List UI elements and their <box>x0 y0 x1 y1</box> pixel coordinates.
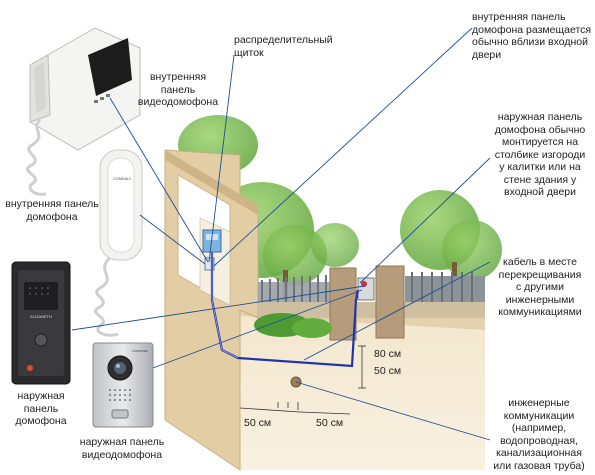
leader-outer-panel-mounting <box>359 157 491 284</box>
dimension-lines <box>239 345 366 415</box>
label-inner-video-panel: внутренняя панель видеодомофона <box>137 71 219 108</box>
outer-video-panel-device: Commax <box>92 342 154 428</box>
label-distribution-box: распределительный щиток <box>234 34 333 59</box>
leader-inner-panel-location <box>213 27 473 267</box>
bushes <box>254 313 332 338</box>
dimension-50cm-right: 50 см <box>374 365 402 377</box>
label-outer-panel-mounting: наружная панель домофона обычно монтируе… <box>494 111 586 198</box>
leader-utilities <box>295 381 491 441</box>
fence <box>258 265 485 341</box>
label-inner-panel-location: внутренняя панель домофона размещается о… <box>472 11 592 61</box>
dimension-80cm-right: 80 см <box>374 348 402 360</box>
label-inner-panel: внутренняя панель домофона <box>5 198 99 223</box>
inner-videophone-device <box>26 27 141 196</box>
video-panel-brand: Commax <box>132 348 148 353</box>
dimension-50cm-left: 50 см <box>244 417 272 429</box>
leader-lines <box>71 27 491 441</box>
underground-cable <box>210 252 360 368</box>
dimension-50cm-bottom: 50 см <box>316 417 344 429</box>
leader-outer-video-panel <box>152 289 363 369</box>
outer-panel-device: ELIZABETH <box>11 261 71 385</box>
label-utilities: инженерные коммуникации (например, водоп… <box>493 397 585 472</box>
leader-cable-crossing <box>303 261 491 361</box>
label-outer-video-panel: наружная панель видеодомофона <box>79 436 165 461</box>
label-outer-panel: наружная панель домофона <box>15 390 67 427</box>
leader-inner-panel <box>139 214 206 265</box>
leader-inner-video-panel <box>109 97 209 263</box>
label-cable-crossing: кабель в месте перекрещивания с другими … <box>498 256 582 318</box>
inner-doorphone-device: COMMAX <box>94 149 143 337</box>
leader-outer-panel <box>71 285 366 331</box>
leader-distribution-box <box>208 54 235 263</box>
doorphone-brand: COMMAX <box>113 176 131 181</box>
outer-panel-brand: ELIZABETH <box>30 314 52 319</box>
